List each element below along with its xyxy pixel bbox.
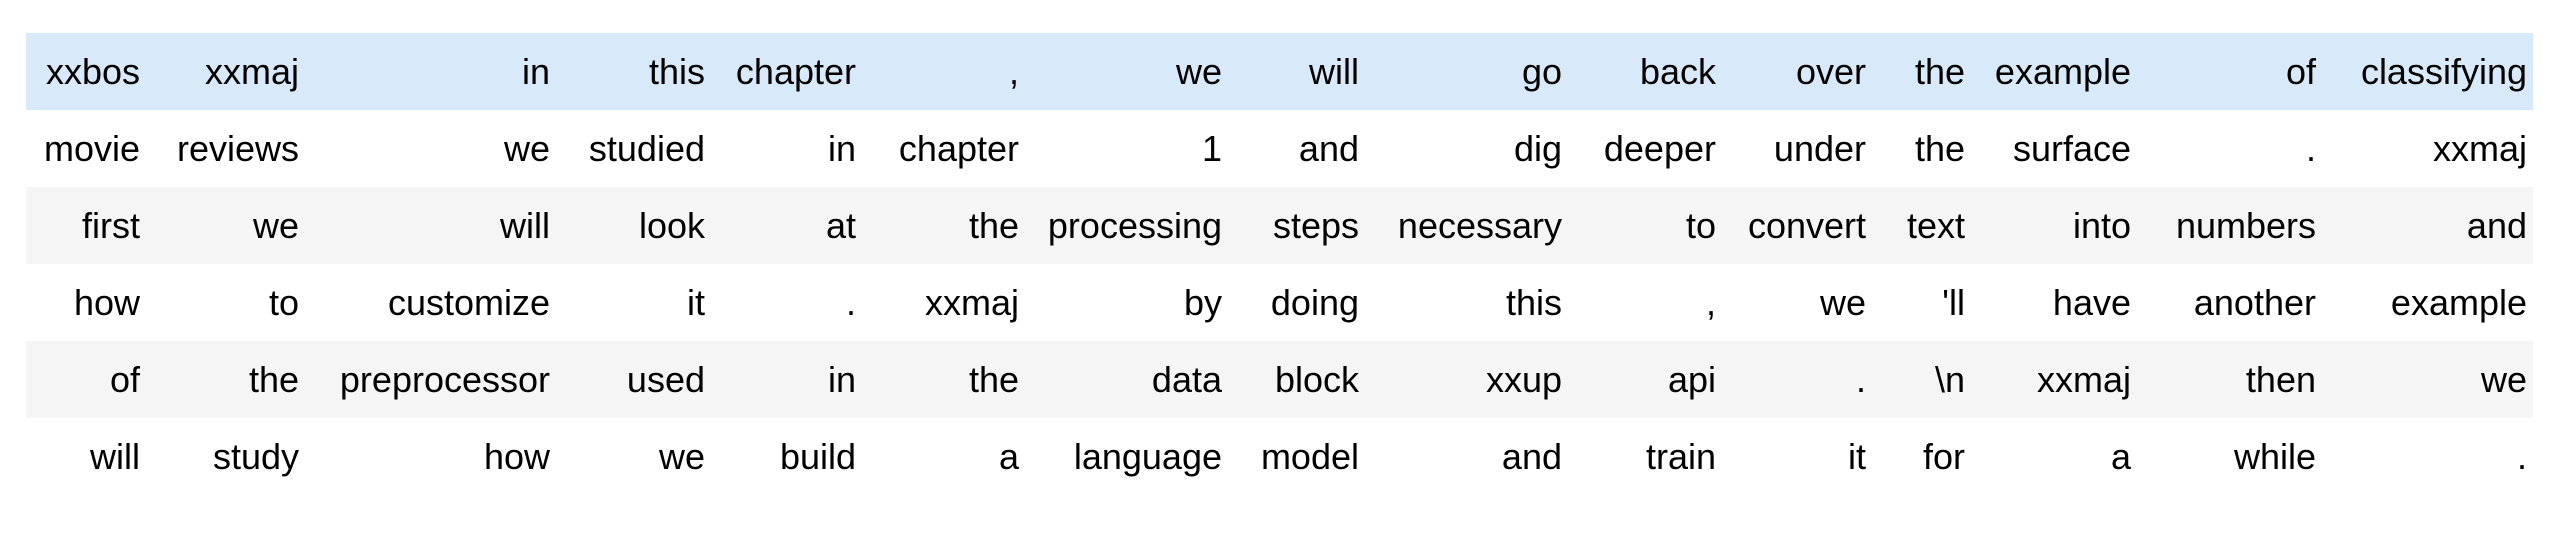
token-cell: in [711,341,862,418]
token-cell: train [1568,418,1722,495]
token-cell: api [1568,341,1722,418]
token-cell: it [1722,418,1872,495]
token-cell: dig [1365,110,1568,187]
token-cell: while [2137,418,2322,495]
token-cell: doing [1228,264,1365,341]
token-cell: the [862,187,1025,264]
token-cell: classifying [2322,33,2533,110]
token-cell: chapter [711,33,862,110]
token-cell: for [1872,418,1971,495]
token-cell: and [1228,110,1365,187]
token-cell: will [305,187,556,264]
token-cell: in [711,110,862,187]
token-cell: in [305,33,556,110]
token-cell: xxmaj [2322,110,2533,187]
token-cell: we [2322,341,2533,418]
token-cell: used [556,341,711,418]
token-cell: processing [1025,187,1228,264]
token-cell: the [1872,110,1971,187]
token-cell: the [146,341,305,418]
token-cell: numbers [2137,187,2322,264]
token-cell: a [1971,418,2137,495]
token-cell: we [556,418,711,495]
token-cell: we [1722,264,1872,341]
token-cell: and [2322,187,2533,264]
token-cell: the [862,341,1025,418]
token-cell: and [1365,418,1568,495]
token-cell: data [1025,341,1228,418]
token-cell: how [26,264,146,341]
token-cell: movie [26,110,146,187]
token-cell: another [2137,264,2322,341]
token-cell: . [1722,341,1872,418]
token-cell: we [146,187,305,264]
token-cell: of [2137,33,2322,110]
token-cell: under [1722,110,1872,187]
token-cell: it [556,264,711,341]
token-cell: study [146,418,305,495]
token-cell: build [711,418,862,495]
token-cell: xxup [1365,341,1568,418]
token-cell: xxmaj [146,33,305,110]
token-cell: first [26,187,146,264]
token-cell: steps [1228,187,1365,264]
token-cell: we [305,110,556,187]
token-cell: example [2322,264,2533,341]
token-cell: surface [1971,110,2137,187]
token-cell: to [146,264,305,341]
token-cell: look [556,187,711,264]
token-cell: reviews [146,110,305,187]
token-cell: customize [305,264,556,341]
token-cell: how [305,418,556,495]
token-cell: preprocessor [305,341,556,418]
token-cell: xxmaj [862,264,1025,341]
token-cell: deeper [1568,110,1722,187]
token-cell: chapter [862,110,1025,187]
token-cell: language [1025,418,1228,495]
token-cell: block [1228,341,1365,418]
token-cell: will [26,418,146,495]
token-cell: back [1568,33,1722,110]
token-cell: we [1025,33,1228,110]
token-cell: a [862,418,1025,495]
token-cell: into [1971,187,2137,264]
token-cell: this [556,33,711,110]
token-cell: example [1971,33,2137,110]
token-cell: will [1228,33,1365,110]
token-cell: to [1568,187,1722,264]
token-cell: of [26,341,146,418]
token-cell: then [2137,341,2322,418]
token-cell: 1 [1025,110,1228,187]
token-cell: over [1722,33,1872,110]
token-cell: . [2322,418,2533,495]
token-cell: xxbos [26,33,146,110]
token-cell: . [2137,110,2322,187]
token-cell: \n [1872,341,1971,418]
token-cell: this [1365,264,1568,341]
token-cell: . [711,264,862,341]
token-cell: the [1872,33,1971,110]
token-cell: studied [556,110,711,187]
token-cell: , [1568,264,1722,341]
token-cell: at [711,187,862,264]
token-cell: text [1872,187,1971,264]
token-cell: 'll [1872,264,1971,341]
token-cell: xxmaj [1971,341,2137,418]
token-cell: have [1971,264,2137,341]
token-cell: by [1025,264,1228,341]
token-cell: necessary [1365,187,1568,264]
token-cell: convert [1722,187,1872,264]
token-cell: , [862,33,1025,110]
token-cell: go [1365,33,1568,110]
token-cell: model [1228,418,1365,495]
